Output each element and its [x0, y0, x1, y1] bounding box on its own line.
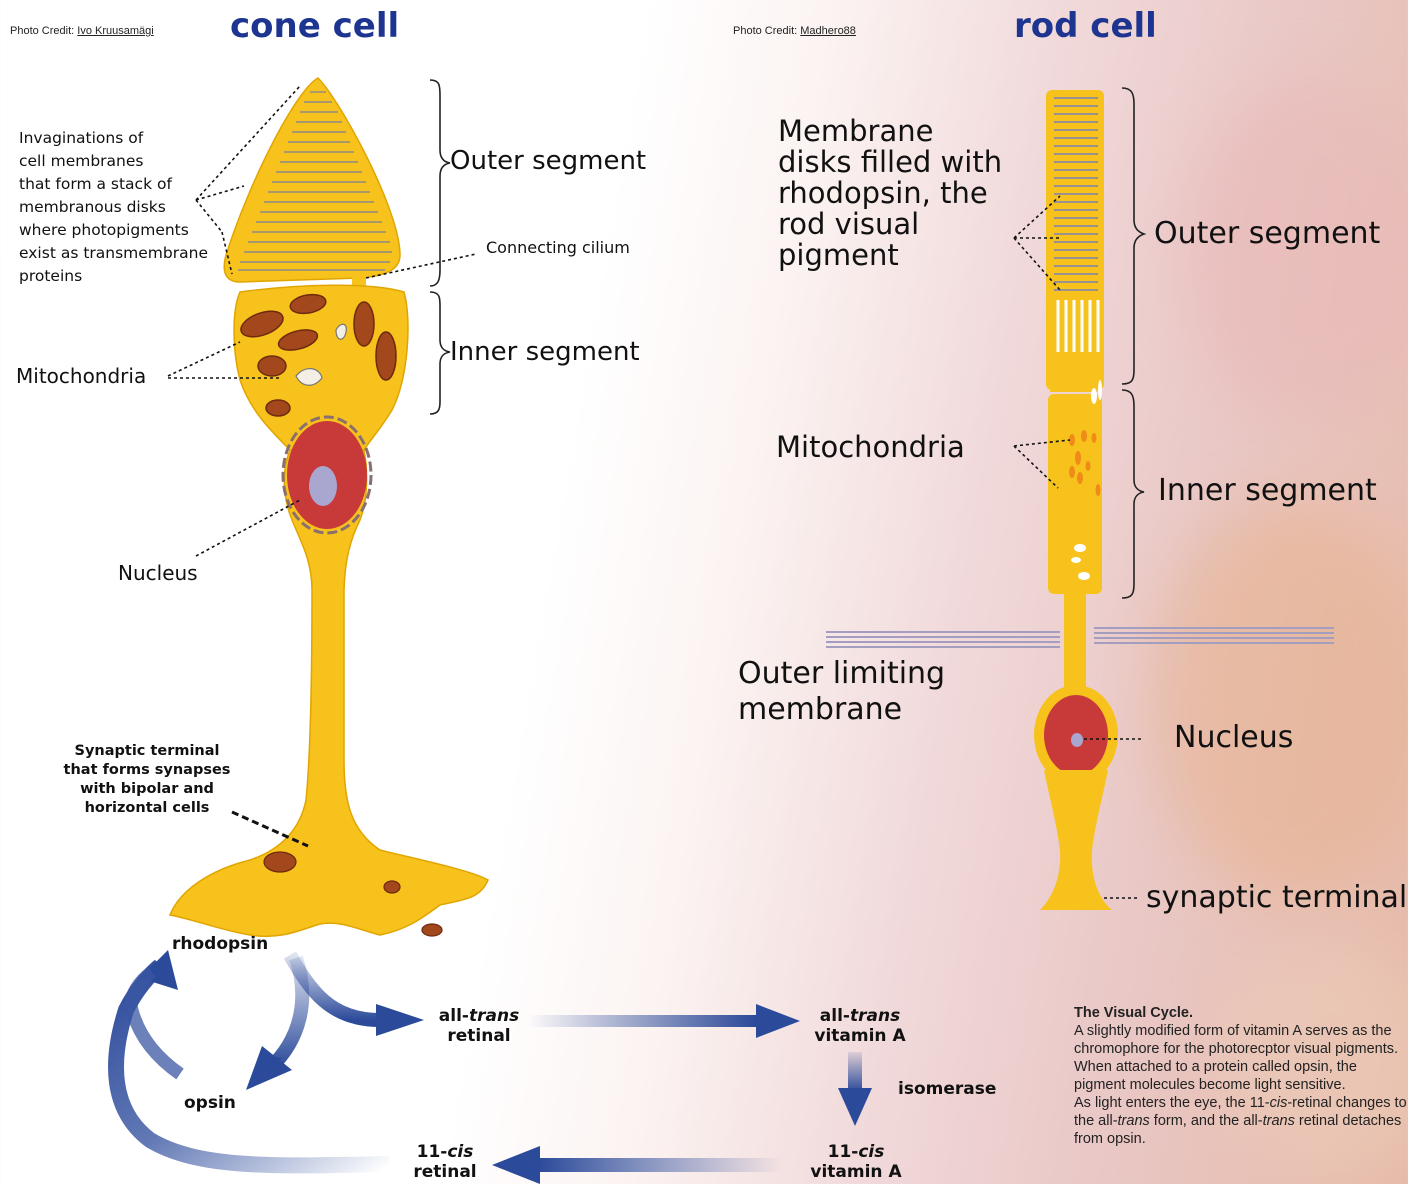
- paragraph-line: from opsin.: [1074, 1130, 1408, 1148]
- rod-mitochondria-label: Mitochondria: [776, 430, 965, 464]
- label-line: disks filled with: [778, 147, 1002, 178]
- visual-cycle-text: The Visual Cycle. A slightly modified fo…: [1074, 1004, 1408, 1148]
- label-line: Invaginations of: [19, 127, 208, 150]
- opsin-label: opsin: [184, 1093, 236, 1113]
- rod-synaptic-terminal-label: synaptic terminal: [1146, 880, 1407, 915]
- 11-cis-retinal-label: 11-cis retinal: [400, 1142, 490, 1182]
- all-trans-retinal-label: all-trans retinal: [424, 1006, 534, 1046]
- label-line: proteins: [19, 265, 208, 288]
- membrane-disks-label: Membrane disks filled with rhodopsin, th…: [778, 116, 1002, 271]
- text-part: all-: [820, 1006, 850, 1026]
- visual-cycle-arrows: [116, 950, 872, 1184]
- cone-inner-segment-label: Inner segment: [450, 337, 640, 367]
- text-part: 11-: [828, 1142, 859, 1162]
- all-trans-vitamin-a-label: all-trans vitamin A: [802, 1006, 918, 1046]
- cone-mitochondria-label: Mitochondria: [16, 364, 146, 388]
- cone-photo-credit: Photo Credit: Ivo Kruusamägi: [10, 25, 154, 37]
- rod-cell-title: rod cell: [1014, 6, 1157, 46]
- text-part: -retinal changes to: [1287, 1095, 1406, 1111]
- rod-nucleus-label: Nucleus: [1174, 720, 1293, 755]
- text-part: 11-: [417, 1142, 448, 1162]
- outer-limiting-membrane-label: Outer limiting membrane: [738, 656, 945, 728]
- visual-cycle-heading: The Visual Cycle.: [1074, 1004, 1408, 1022]
- label-line: Membrane: [778, 116, 1002, 147]
- label-line: membrane: [738, 692, 945, 728]
- text-part: vitamin A: [802, 1026, 918, 1046]
- rod-braces: [1122, 88, 1144, 598]
- label-line: with bipolar and: [52, 780, 242, 799]
- rhodopsin-label: rhodopsin: [172, 934, 268, 954]
- label-line: cell membranes: [19, 150, 208, 173]
- paragraph-line: the all-trans form, and the all-trans re…: [1074, 1112, 1408, 1130]
- text-part: vitamin A: [796, 1162, 916, 1182]
- text-italic: trans: [469, 1006, 519, 1026]
- text-part: retinal: [400, 1162, 490, 1182]
- invaginations-label: Invaginations of cell membranes that for…: [19, 127, 208, 288]
- text-part: retinal: [424, 1026, 534, 1046]
- 11-cis-vitamin-a-label: 11-cis vitamin A: [796, 1142, 916, 1182]
- text-part: form, and the all-: [1150, 1113, 1263, 1129]
- paragraph-line: A slightly modified form of vitamin A se…: [1074, 1022, 1408, 1040]
- cone-outer-segment-label: Outer segment: [450, 146, 646, 176]
- cone-braces: [430, 80, 450, 414]
- label-line: that forms synapses: [52, 761, 242, 780]
- text-italic: trans: [850, 1006, 900, 1026]
- text-italic: trans: [1263, 1113, 1295, 1129]
- text-italic: cis: [858, 1142, 884, 1162]
- label-line: horizontal cells: [52, 799, 242, 818]
- text-part: As light enters the eye, the 11-: [1074, 1095, 1270, 1111]
- label-line: membranous disks: [19, 196, 208, 219]
- cone-nucleus-label: Nucleus: [118, 561, 198, 585]
- text-italic: trans: [1118, 1113, 1150, 1129]
- paragraph-line: chromophore for the photorecptor visual …: [1074, 1040, 1408, 1058]
- text-part: all-: [439, 1006, 469, 1026]
- synaptic-terminal-label: Synaptic terminal that forms synapses wi…: [52, 742, 242, 818]
- rod-photo-credit: Photo Credit: Madhero88: [733, 25, 856, 37]
- connecting-cilium-label: Connecting cilium: [486, 238, 630, 257]
- rod-outer-segment-label: Outer segment: [1154, 216, 1380, 251]
- label-line: pigment: [778, 240, 1002, 271]
- label-line: Synaptic terminal: [52, 742, 242, 761]
- label-line: exist as transmembrane: [19, 242, 208, 265]
- label-line: rhodopsin, the: [778, 178, 1002, 209]
- label-line: Outer limiting: [738, 656, 945, 692]
- cone-cell-title: cone cell: [230, 6, 399, 46]
- label-line: where photopigments: [19, 219, 208, 242]
- credit-link-madhero[interactable]: Madhero88: [800, 25, 856, 37]
- credit-prefix: Photo Credit:: [10, 25, 74, 37]
- paragraph-line: pigment molecules become light sensitive…: [1074, 1076, 1408, 1094]
- isomerase-label: isomerase: [898, 1079, 996, 1099]
- text-italic: cis: [447, 1142, 473, 1162]
- paragraph-line: As light enters the eye, the 11-cis-reti…: [1074, 1094, 1408, 1112]
- credit-link-ivo[interactable]: Ivo Kruusamägi: [77, 25, 153, 37]
- rod-inner-segment-label: Inner segment: [1158, 473, 1377, 508]
- text-part: retinal detaches: [1295, 1113, 1401, 1129]
- label-line: that form a stack of: [19, 173, 208, 196]
- paragraph-line: When attached to a protein called opsin,…: [1074, 1058, 1408, 1076]
- text-part: the all-: [1074, 1113, 1118, 1129]
- label-line: rod visual: [778, 209, 1002, 240]
- credit-prefix: Photo Credit:: [733, 25, 797, 37]
- text-italic: cis: [1270, 1095, 1288, 1111]
